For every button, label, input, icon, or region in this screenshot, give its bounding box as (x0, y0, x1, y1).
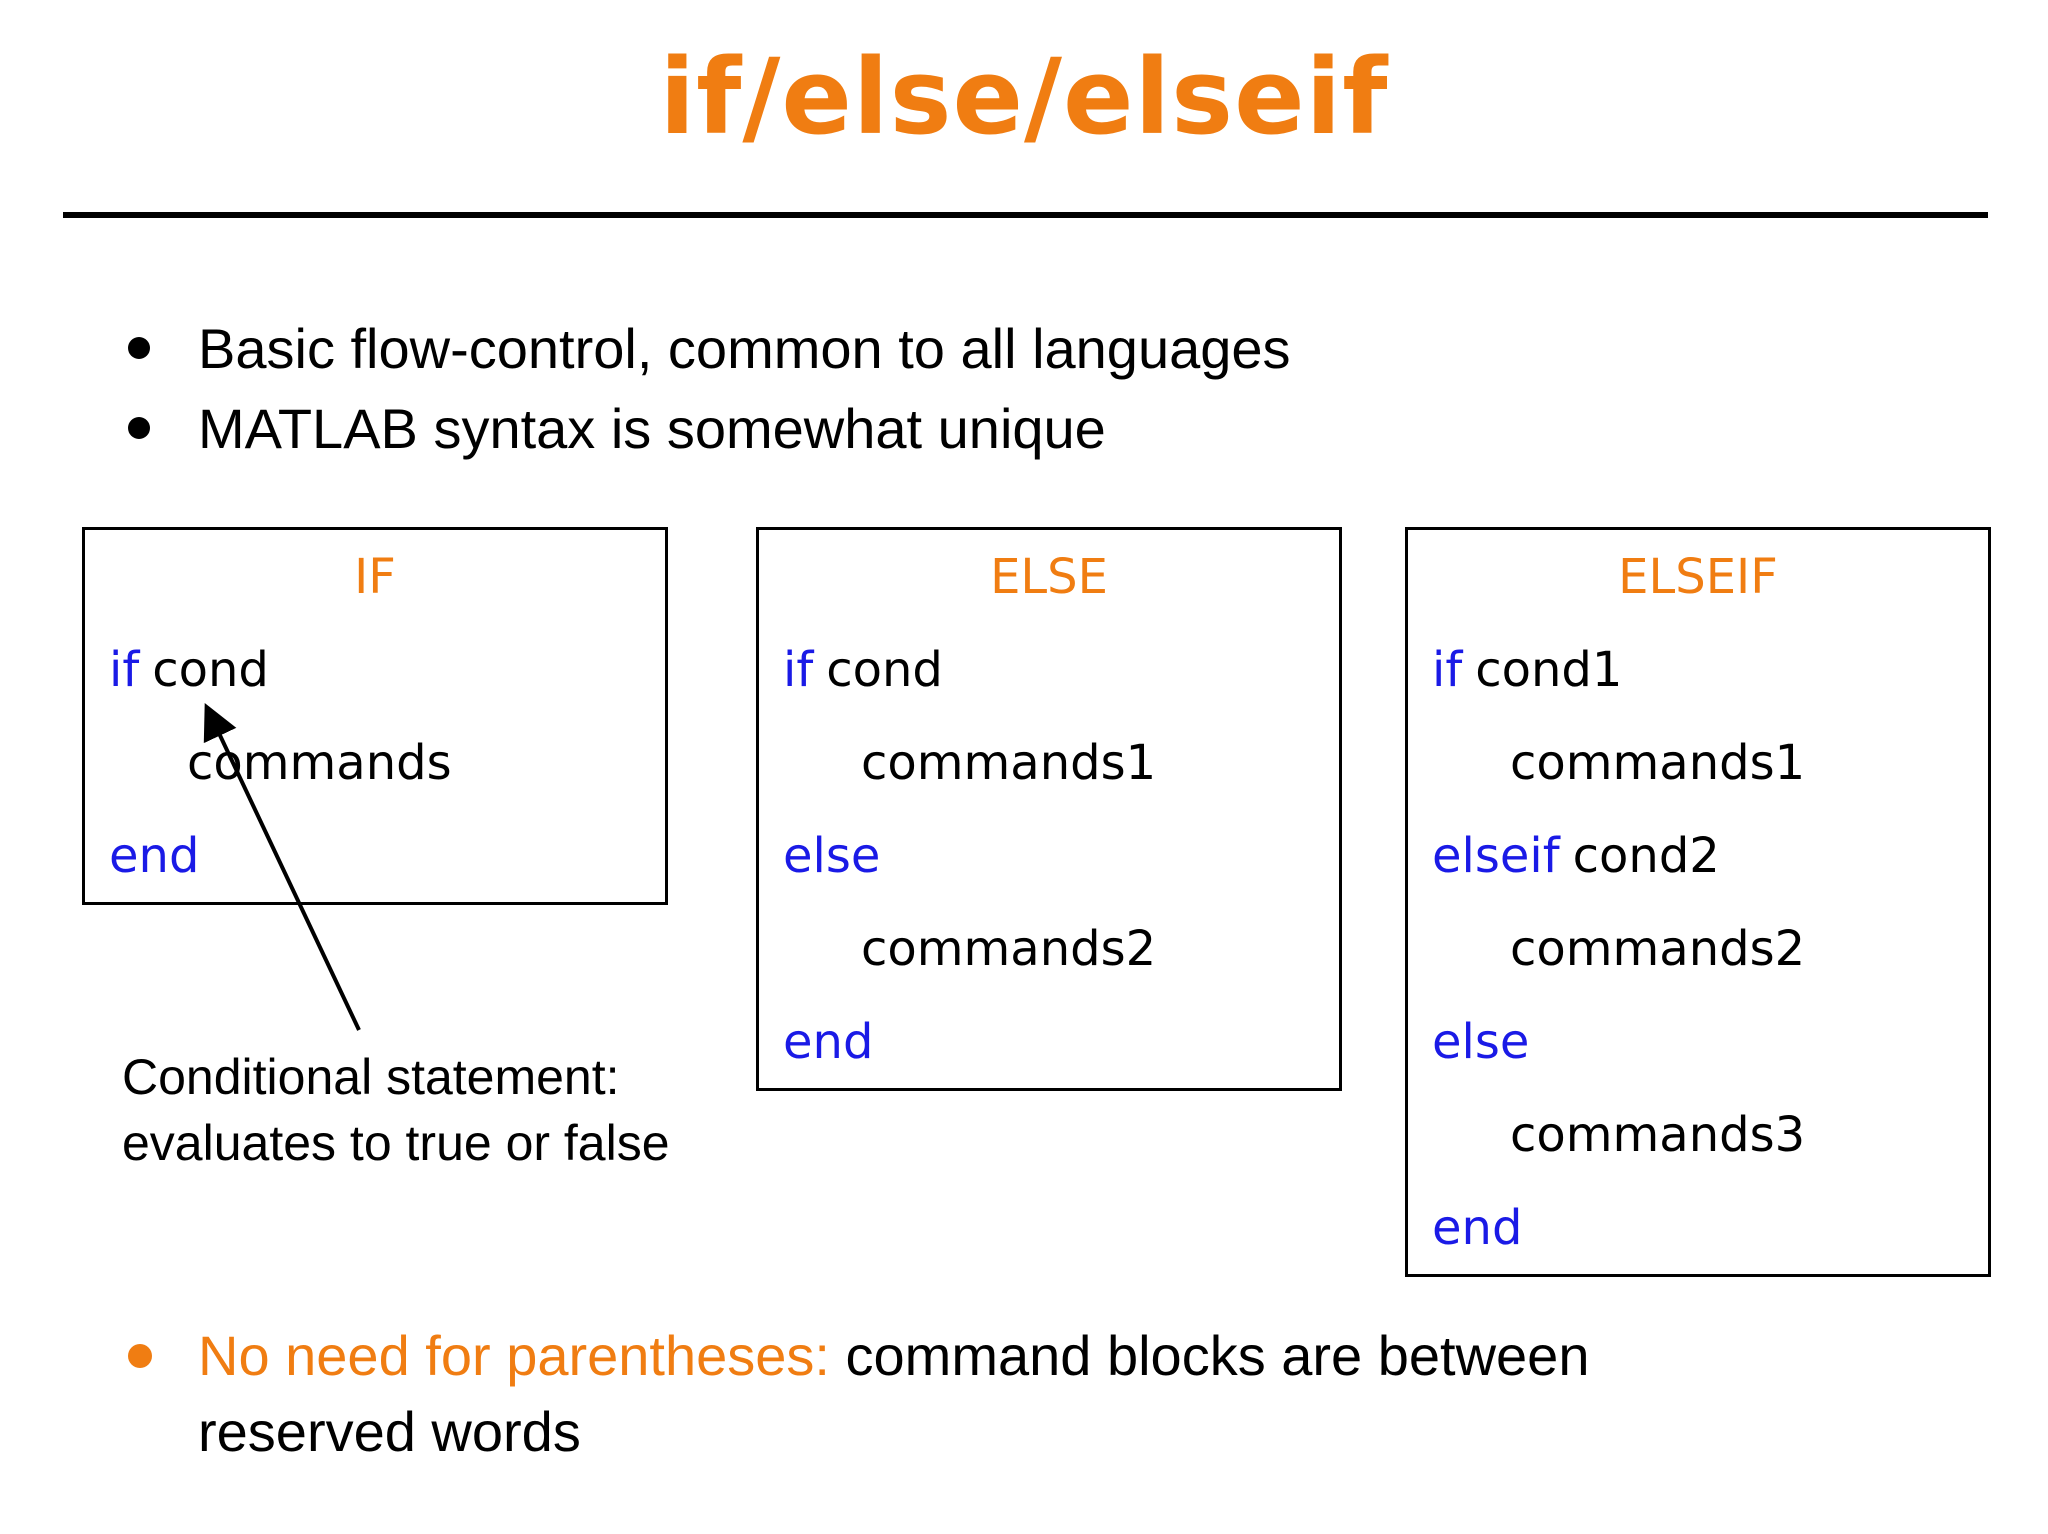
box-header: ELSEIF (1618, 548, 1778, 605)
keyword: if (1432, 641, 1463, 698)
code-text: commands1 (861, 734, 1157, 791)
code-line: end (85, 809, 665, 902)
code-line: commands1 (1408, 716, 1988, 809)
keyword: else (783, 827, 881, 884)
code-text: cond1 (1475, 641, 1623, 698)
bottom-bullet: No need for parentheses: command blocks … (128, 1318, 1589, 1470)
code-text: cond (826, 641, 943, 698)
bullet-text: No need for parentheses: command blocks … (198, 1318, 1589, 1394)
list-item: MATLAB syntax is somewhat unique (128, 388, 1291, 468)
code-text: cond (152, 641, 269, 698)
bullet-text: Basic flow-control, common to all langua… (198, 316, 1291, 380)
bullet-text-continued: reserved words (198, 1400, 581, 1463)
bullet-dot-icon (128, 1344, 152, 1368)
code-text: commands (187, 734, 452, 791)
keyword: end (1432, 1199, 1523, 1256)
bullet-dot-icon (128, 417, 150, 439)
page-title: if/else/elseif (659, 36, 1389, 158)
conditional-annotation: Conditional statement: evaluates to true… (122, 1044, 670, 1176)
keyword: end (109, 827, 200, 884)
box-header: ELSE (990, 548, 1108, 605)
code-line: end (759, 995, 1339, 1088)
highlight-text: No need for parentheses: (198, 1324, 830, 1387)
keyword: if (783, 641, 814, 698)
list-item: Basic flow-control, common to all langua… (128, 308, 1291, 388)
box-header: IF (354, 548, 396, 605)
keyword: end (783, 1013, 874, 1070)
annotation-line: Conditional statement: (122, 1049, 620, 1105)
list-item: No need for parentheses: command blocks … (128, 1318, 1589, 1394)
code-text: cond2 (1572, 827, 1720, 884)
code-line: commands (85, 716, 665, 809)
bullet-dot-icon (128, 337, 150, 359)
top-bullet-list: Basic flow-control, common to all langua… (128, 308, 1291, 468)
keyword: if (109, 641, 140, 698)
bullet-text: MATLAB syntax is somewhat unique (198, 396, 1106, 460)
code-text: commands3 (1510, 1106, 1806, 1163)
annotation-line: evaluates to true or false (122, 1115, 670, 1171)
code-text: commands1 (1510, 734, 1806, 791)
code-text: commands2 (861, 920, 1157, 977)
code-line: end (1408, 1181, 1988, 1274)
code-line: commands2 (1408, 902, 1988, 995)
keyword: else (1432, 1013, 1530, 1070)
title-divider (63, 212, 1988, 218)
code-text: commands2 (1510, 920, 1806, 977)
keyword: elseif (1432, 827, 1560, 884)
code-line: else (759, 809, 1339, 902)
code-line: else (1408, 995, 1988, 1088)
code-line: commands1 (759, 716, 1339, 809)
code-line: commands2 (759, 902, 1339, 995)
code-line: commands3 (1408, 1088, 1988, 1181)
plain-text: command blocks are between (829, 1324, 1590, 1387)
